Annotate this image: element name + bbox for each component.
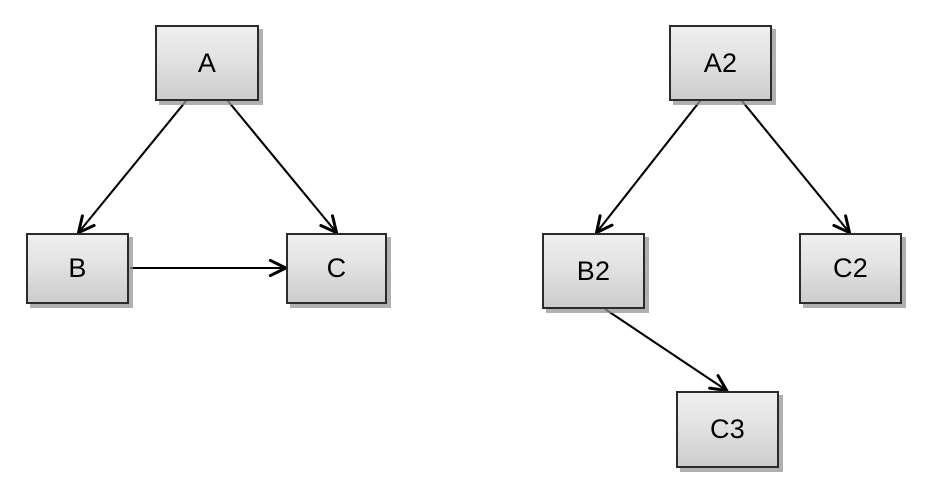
- node-label-b: B: [68, 253, 87, 283]
- edges-group: [79, 100, 849, 390]
- node-c3[interactable]: C3: [676, 391, 779, 468]
- node-b[interactable]: B: [26, 233, 129, 304]
- node-a2[interactable]: A2: [669, 25, 772, 101]
- edge-b2-to-c3: [604, 308, 726, 390]
- node-label-c2: C2: [833, 253, 868, 283]
- edge-a2-to-b2: [597, 100, 701, 232]
- node-a[interactable]: A: [155, 25, 259, 101]
- node-label-a: A: [197, 47, 217, 78]
- edge-a-to-c: [227, 100, 336, 232]
- node-label-c: C: [326, 253, 347, 283]
- node-label-a2: A2: [703, 47, 738, 78]
- node-c2[interactable]: C2: [799, 233, 902, 304]
- node-c[interactable]: C: [286, 233, 387, 304]
- edge-a-to-b: [79, 100, 187, 232]
- node-label-b2: B2: [576, 255, 611, 286]
- edge-a2-to-c2: [741, 100, 849, 232]
- node-label-c3: C3: [710, 414, 745, 444]
- node-b2[interactable]: B2: [542, 233, 645, 309]
